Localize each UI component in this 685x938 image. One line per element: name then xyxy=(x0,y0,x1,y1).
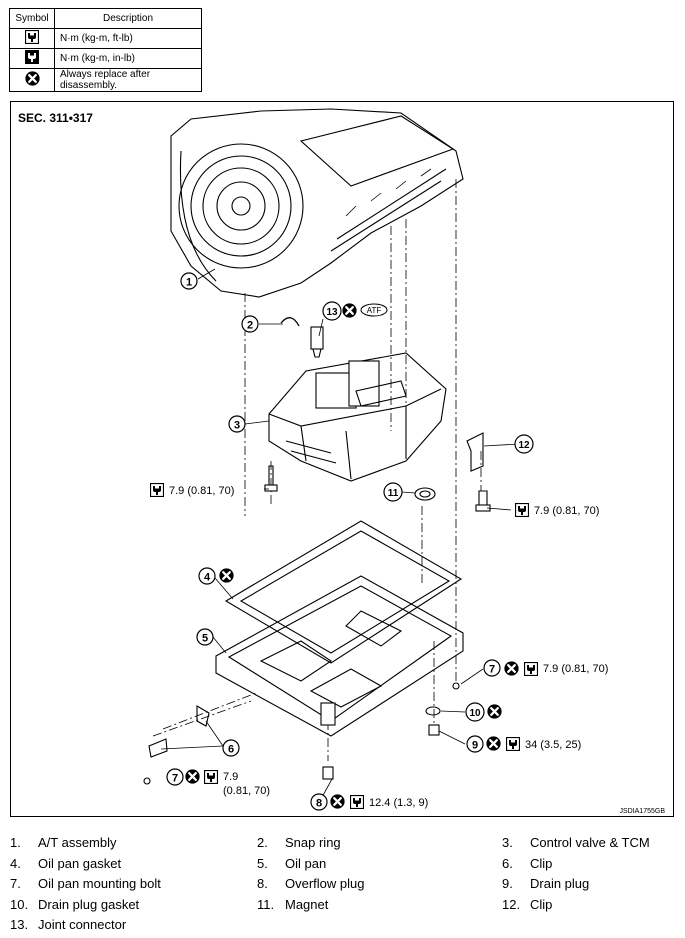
torque-wrench-icon xyxy=(506,737,520,751)
svg-text:12.4 (1.3, 9): 12.4 (1.3, 9) xyxy=(369,797,428,809)
pan-bolt-right-torque: 7.9 (0.81, 70) xyxy=(504,661,608,676)
torque-wrench-icon xyxy=(524,662,538,676)
svg-text:7.9 (0.81, 70): 7.9 (0.81, 70) xyxy=(543,663,608,675)
legend-row-desc: N·m (kg-m, in-lb) xyxy=(54,48,202,69)
svg-text:7.9 (0.81, 70): 7.9 (0.81, 70) xyxy=(169,485,234,497)
callout-12: 12 xyxy=(514,434,534,454)
part-item: 13.Joint connector xyxy=(10,917,127,932)
part-item: 6.Clip xyxy=(502,856,553,871)
pan-bolt-left-torque: 7.9 (0.81, 70) xyxy=(185,769,270,797)
torque-wrench-icon xyxy=(150,483,164,497)
torque-wrench-icon xyxy=(350,795,364,809)
drain-gasket-replace xyxy=(487,704,502,719)
svg-text:3: 3 xyxy=(234,420,240,432)
svg-text:11: 11 xyxy=(388,488,399,499)
replace-x-icon xyxy=(185,769,200,784)
svg-text:13: 13 xyxy=(326,307,338,318)
callout-2: 2 xyxy=(241,315,259,333)
part-item: 10.Drain plug gasket xyxy=(10,897,140,912)
callout-4: 4 xyxy=(198,567,216,585)
part-item: 12.Clip xyxy=(502,897,553,912)
svg-text:1: 1 xyxy=(186,277,192,289)
torque-wrench-icon xyxy=(25,30,39,44)
callout-13: 13 xyxy=(322,301,342,321)
callout-7-left: 7 xyxy=(166,768,184,786)
section-label: SEC. 311•317 xyxy=(18,111,93,125)
callout-3: 3 xyxy=(228,415,246,433)
svg-text:8: 8 xyxy=(316,798,322,810)
part-item: 3.Control valve & TCM xyxy=(502,835,650,850)
replace-x-icon xyxy=(25,71,40,86)
part-item: 2.Snap ring xyxy=(257,835,341,850)
clip-bolt-torque: 7.9 (0.81, 70) xyxy=(515,503,599,517)
replace-x-icon xyxy=(342,303,357,318)
torque-wrench-icon xyxy=(515,503,529,517)
exploded-view-diagram: SEC. 311•317 xyxy=(10,101,674,817)
at-assembly-drawing xyxy=(170,108,464,298)
svg-text:4: 4 xyxy=(204,572,211,584)
part-item: 1.A/T assembly xyxy=(10,835,117,850)
callout-9: 9 xyxy=(466,735,484,753)
oil-pan-gasket-drawing xyxy=(224,520,463,664)
svg-text:9: 9 xyxy=(472,740,478,752)
valve-bolt-torque: 7.9 (0.81, 70) xyxy=(150,483,234,497)
torque-wrench-icon xyxy=(204,770,218,784)
legend-header-symbol: Symbol xyxy=(9,8,55,29)
callout-11: 11 xyxy=(383,482,403,502)
svg-text:7.9: 7.9 xyxy=(223,771,238,783)
oil-gasket-replace xyxy=(219,568,234,583)
svg-text:7: 7 xyxy=(489,664,495,676)
svg-text:5: 5 xyxy=(202,633,208,645)
svg-text:10: 10 xyxy=(469,708,481,719)
replace-x-icon xyxy=(486,736,501,751)
part-item: 8.Overflow plug xyxy=(257,876,365,891)
svg-text:(0.81, 70): (0.81, 70) xyxy=(223,785,270,797)
svg-text:6: 6 xyxy=(228,744,234,756)
drain-plug-torque: 34 (3.5, 25) xyxy=(486,736,581,751)
control-valve-drawing xyxy=(268,352,447,482)
part-item: 4.Oil pan gasket xyxy=(10,856,122,871)
replace-x-icon xyxy=(219,568,234,583)
callout-6: 6 xyxy=(222,739,240,757)
leader-lines xyxy=(160,268,520,800)
callout-7-right: 7 xyxy=(483,659,501,677)
callout-13-specs: ATF xyxy=(342,303,388,318)
part-item: 7.Oil pan mounting bolt xyxy=(10,876,161,891)
overflow-plug-torque: 12.4 (1.3, 9) xyxy=(330,794,428,809)
part-item: 9.Drain plug xyxy=(502,876,590,891)
dashed-assembly-lines xyxy=(152,179,482,761)
part-item: 11.Magnet xyxy=(257,897,329,912)
diagram-drawing: SEC. 311•317 xyxy=(18,108,665,815)
callout-10: 10 xyxy=(465,702,485,722)
oil-pan-drawing xyxy=(215,575,464,737)
atf-badge: ATF xyxy=(367,306,382,315)
part-item: 5.Oil pan xyxy=(257,856,327,871)
legend-row-desc: Always replace after disassembly. xyxy=(54,68,202,92)
symbol-legend-table: Symbol Description N·m (kg-m, ft-lb) N·m… xyxy=(9,8,202,92)
svg-text:12: 12 xyxy=(518,440,530,451)
svg-text:7.9 (0.81, 70): 7.9 (0.81, 70) xyxy=(534,505,599,517)
legend-header-description: Description xyxy=(54,8,202,29)
replace-x-icon xyxy=(504,661,519,676)
callout-8: 8 xyxy=(310,793,328,811)
figure-id: JSDIA1755GB xyxy=(619,808,665,815)
replace-x-icon xyxy=(330,794,345,809)
svg-text:7: 7 xyxy=(172,773,178,785)
legend-row-desc: N·m (kg-m, ft-lb) xyxy=(54,28,202,49)
callout-1: 1 xyxy=(180,272,198,290)
callout-5: 5 xyxy=(196,628,214,646)
svg-text:34 (3.5, 25): 34 (3.5, 25) xyxy=(525,739,581,751)
torque-wrench-inlb-icon xyxy=(25,50,39,64)
svg-text:2: 2 xyxy=(247,320,253,332)
replace-x-icon xyxy=(487,704,502,719)
